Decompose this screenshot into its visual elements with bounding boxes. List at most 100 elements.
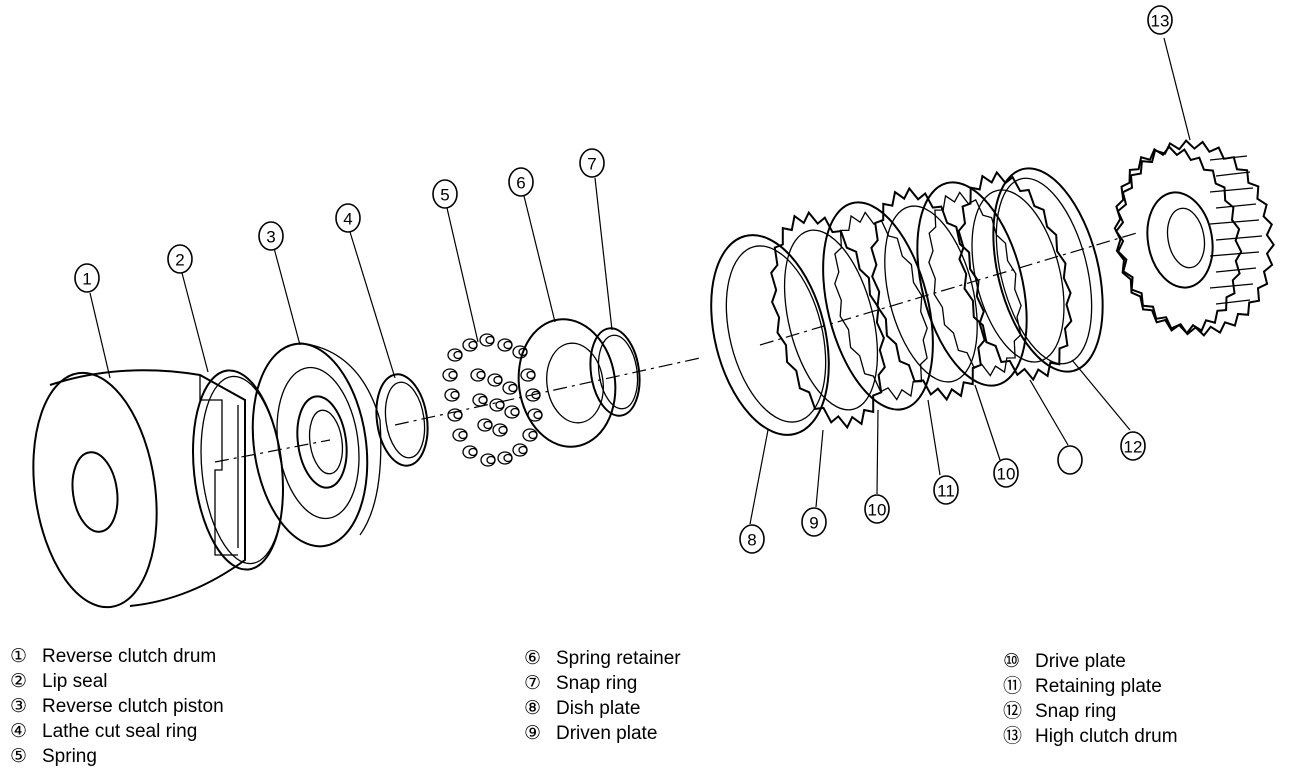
callout-number: 9 [809, 514, 818, 533]
lathe-cut-seal-ring [375, 373, 429, 467]
spring-coil [444, 388, 460, 402]
legend-label: Lathe cut seal ring [42, 721, 198, 742]
reverse-clutch-piston [251, 342, 382, 548]
spring-retainer [517, 318, 617, 448]
legend-label: High clutch drum [1035, 726, 1178, 747]
spring-coil [470, 368, 486, 382]
legend-marker: ⑤ [10, 746, 28, 767]
legend-item: ⑫ Snap ring [1003, 699, 1178, 724]
spring-coil [462, 338, 478, 352]
legend-label: Driven plate [556, 723, 658, 744]
callout-11b [1057, 445, 1083, 475]
spring-pack [442, 333, 543, 467]
legend-label: Spring retainer [556, 648, 681, 669]
spring-coil [525, 388, 541, 402]
legend-marker: ⑫ [1003, 701, 1023, 722]
callout-5: 5 [432, 179, 458, 209]
legend-label: Dish plate [556, 698, 641, 719]
spring-coil [442, 368, 458, 382]
snap-ring-large [992, 167, 1104, 373]
snap-ring-small [589, 327, 641, 417]
legend-marker: ④ [10, 721, 28, 742]
legend-item: ④ Lathe cut seal ring [10, 719, 224, 744]
callout-number: 1 [82, 270, 91, 289]
legend-column-1: ① Reverse clutch drum ② Lip seal ③ Reverse cl… [10, 644, 224, 769]
callout-11: 11 [933, 475, 959, 505]
legend-label: Lip seal [42, 671, 108, 692]
callout-number: 4 [343, 210, 352, 229]
callout-number: 12 [1124, 438, 1143, 457]
high-clutch-drum [1113, 139, 1275, 337]
legend-label: Drive plate [1035, 651, 1126, 672]
callout-number: 10 [868, 501, 887, 520]
callout-13: 13 [1147, 5, 1173, 35]
spring-coil [512, 443, 528, 457]
legend-item: ⑩ Drive plate [1003, 649, 1178, 674]
callout-6: 6 [508, 167, 534, 197]
legend-item: ① Reverse clutch drum [10, 644, 224, 669]
legend-marker: ③ [10, 696, 28, 717]
spring-coil [462, 445, 478, 459]
callout-1: 1 [74, 263, 100, 293]
callout-number: 7 [587, 155, 596, 174]
drive-plate [916, 181, 1028, 387]
legend-item: ⑤ Spring [10, 744, 224, 769]
callout-7: 7 [579, 148, 605, 178]
legend-label: Snap ring [1035, 701, 1117, 722]
callout-number: 5 [440, 186, 449, 205]
center-axis [214, 231, 1141, 463]
driven-plate [870, 186, 986, 402]
legend-marker: ② [10, 671, 28, 692]
legend-marker: ⑪ [1003, 676, 1023, 697]
callout-9: 9 [801, 507, 827, 537]
spring-coil [502, 381, 518, 395]
callout-number: 11 [937, 482, 955, 501]
callout-2: 2 [167, 244, 193, 274]
callout-number: 13 [1151, 12, 1170, 31]
clutch-plate-stack [770, 170, 1073, 430]
callout-number: 10 [997, 465, 1016, 484]
reverse-clutch-drum [32, 369, 246, 609]
callout-10: 10 [993, 458, 1019, 488]
dish-plate [710, 234, 830, 436]
legend-marker: ⑧ [524, 698, 542, 719]
callout-8: 8 [739, 524, 765, 554]
callout-12: 12 [1120, 431, 1146, 461]
callout-3: 3 [258, 221, 284, 251]
legend-marker: ⑬ [1003, 726, 1023, 747]
retaining-plate [957, 170, 1073, 382]
spring-coil [479, 333, 495, 347]
spring-coil [489, 398, 505, 412]
spring-coil [497, 338, 513, 352]
spring-coil [477, 418, 493, 432]
legend-marker: ⑩ [1003, 651, 1021, 672]
spring-coil [504, 405, 520, 419]
callout-10: 10 [864, 494, 890, 524]
spring-coil [472, 393, 488, 407]
spring-coil [480, 453, 496, 467]
legend-label: Snap ring [556, 673, 638, 694]
legend-label: Reverse clutch piston [42, 696, 224, 717]
callout-number: 6 [516, 174, 525, 193]
leader-lines [89, 37, 1191, 525]
callout-4: 4 [335, 203, 361, 233]
legend-item: ⑪ Retaining plate [1003, 674, 1178, 699]
spring-coil [447, 348, 463, 362]
spring-coil [522, 428, 538, 442]
legend-item: ⑧ Dish plate [524, 696, 681, 721]
legend-marker: ① [10, 646, 28, 667]
spring-coil [447, 408, 463, 422]
legend-label: Reverse clutch drum [42, 646, 217, 667]
legend-label: Retaining plate [1035, 676, 1162, 697]
legend-item: ⑨ Driven plate [524, 721, 681, 746]
spring-coil [492, 423, 508, 437]
legend-label: Spring [42, 746, 97, 767]
callout-number: 3 [266, 228, 275, 247]
legend-marker: ⑨ [524, 723, 542, 744]
